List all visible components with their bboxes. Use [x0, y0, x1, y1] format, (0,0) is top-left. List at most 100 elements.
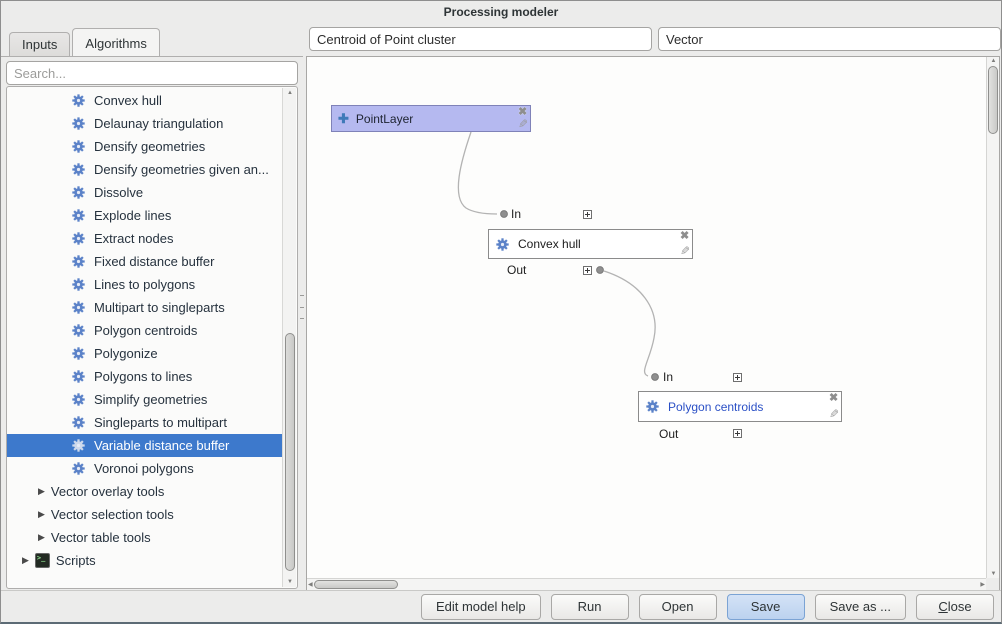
tree-item-delaunay-triangulation[interactable]: Delaunay triangulation [7, 112, 282, 135]
gear-icon [71, 277, 86, 292]
collapsed-arrow-icon[interactable]: ▶ [38, 486, 45, 497]
gear-icon [71, 323, 86, 338]
gear-icon [71, 254, 86, 269]
delete-node-icon[interactable]: ✖ [680, 231, 690, 242]
tree-item-polygon-centroids[interactable]: Polygon centroids [7, 319, 282, 342]
gear-icon [71, 208, 86, 223]
scroll-down-icon[interactable]: ▼ [987, 571, 1000, 577]
port-expand-icon[interactable] [733, 373, 742, 382]
tree-item-singleparts-to-multipart[interactable]: Singleparts to multipart [7, 411, 282, 434]
tree-item-explode-lines[interactable]: Explode lines [7, 204, 282, 227]
tree-item-label: Singleparts to multipart [94, 415, 227, 430]
model-name-field[interactable] [309, 27, 652, 51]
tree-item-polygons-to-lines[interactable]: Polygons to lines [7, 365, 282, 388]
tab-inputs[interactable]: Inputs [9, 32, 70, 56]
close-button[interactable]: Close [916, 594, 994, 620]
tree-item-extract-nodes[interactable]: Extract nodes [7, 227, 282, 250]
node-tools: ✖✎ [518, 106, 528, 131]
model-group-field[interactable] [658, 27, 1001, 51]
port-label-out: Out [507, 263, 526, 277]
tree-item-scripts[interactable]: ▶ Scripts [7, 549, 282, 572]
model-canvas[interactable]: ▲ ▼ ◀ ▶ ✚PointLayer✖✎Convex hull✖✎InOutP… [306, 56, 1000, 591]
input-plus-icon: ✚ [338, 111, 349, 127]
gear-icon [71, 93, 86, 108]
tree-item-label: Simplify geometries [94, 392, 207, 407]
gear-icon [71, 231, 86, 246]
list-scrollbar[interactable]: ▲ ▼ [282, 88, 296, 587]
open-button[interactable]: Open [639, 594, 717, 620]
edit-node-icon[interactable]: ✎ [829, 408, 839, 420]
scroll-right-icon[interactable]: ▶ [980, 581, 985, 588]
tree-item-lines-to-polygons[interactable]: Lines to polygons [7, 273, 282, 296]
tree-item-simplify-geometries[interactable]: Simplify geometries [7, 388, 282, 411]
collapsed-arrow-icon[interactable]: ▶ [38, 509, 45, 520]
tree-item-densify-geometries[interactable]: Densify geometries [7, 135, 282, 158]
port-expand-icon[interactable] [733, 429, 742, 438]
tree-item-label: Scripts [56, 553, 96, 568]
scroll-down-icon[interactable]: ▼ [283, 579, 297, 585]
gear-icon [495, 237, 510, 252]
tree-item-vector-overlay-tools[interactable]: ▶Vector overlay tools [7, 480, 282, 503]
port-expand-icon[interactable] [583, 266, 592, 275]
tree-item-label: Extract nodes [94, 231, 174, 246]
port-label-in: In [663, 370, 673, 384]
right-panel: ▲ ▼ ◀ ▶ ✚PointLayer✖✎Convex hull✖✎InOutP… [303, 23, 1002, 590]
model-node-convex-hull[interactable]: Convex hull✖✎ [488, 229, 693, 259]
algorithm-tree: Convex hullDelaunay triangulationDensify… [6, 86, 298, 589]
tree-item-vector-table-tools[interactable]: ▶ Vector table tools [7, 526, 282, 549]
tree-item-label: Vector table tools [51, 530, 151, 545]
canvas-vertical-scrollbar[interactable]: ▲ ▼ [986, 57, 999, 578]
tree-item-label: Multipart to singleparts [94, 300, 225, 315]
scroll-up-icon[interactable]: ▲ [987, 58, 1000, 64]
tree-item-label: Polygons to lines [94, 369, 192, 384]
dialog-button-row: Edit model help Run Open Save Save as ... Clo… [1, 590, 1001, 622]
tree-item-label: Polygonize [94, 346, 158, 361]
tree-item-voronoi-polygons[interactable]: Voronoi polygons [7, 457, 282, 480]
tab-algorithms[interactable]: Algorithms [72, 28, 159, 56]
tree-item-label: Densify geometries given an... [94, 162, 269, 177]
canvas-vscroll-thumb[interactable] [988, 66, 998, 134]
tree-item-dissolve[interactable]: Dissolve [7, 181, 282, 204]
scroll-up-icon[interactable]: ▲ [283, 90, 297, 96]
tree-item-label: Explode lines [94, 208, 171, 223]
model-node-polygon-centroids[interactable]: Polygon centroids✖✎ [638, 391, 842, 422]
port-label-in: In [511, 207, 521, 221]
tree-item-polygonize[interactable]: Polygonize [7, 342, 282, 365]
port-label-out: Out [659, 427, 678, 441]
model-header-fields [309, 27, 1001, 51]
port-expand-icon[interactable] [583, 210, 592, 219]
scrollbar-corner [986, 578, 999, 590]
canvas-hscroll-thumb[interactable] [314, 580, 398, 589]
collapsed-arrow-icon[interactable]: ▶ [38, 532, 45, 543]
collapsed-arrow-icon[interactable]: ▶ [22, 555, 29, 566]
gear-icon [71, 139, 86, 154]
tree-item-label: Convex hull [94, 93, 162, 108]
run-button[interactable]: Run [551, 594, 629, 620]
gear-icon [71, 162, 86, 177]
gear-icon [71, 346, 86, 361]
edit-node-icon[interactable]: ✎ [518, 118, 528, 130]
tree-item-multipart-to-singleparts[interactable]: Multipart to singleparts [7, 296, 282, 319]
edit-model-help-button[interactable]: Edit model help [421, 594, 541, 620]
delete-node-icon[interactable]: ✖ [829, 393, 839, 404]
tree-item-variable-distance-buffer[interactable]: Variable distance buffer [7, 434, 282, 457]
list-scrollbar-thumb[interactable] [285, 333, 295, 571]
gear-icon [71, 392, 86, 407]
tree-item-convex-hull[interactable]: Convex hull [7, 89, 282, 112]
node-label: Convex hull [518, 237, 692, 251]
tree-item-densify-geometries-given-an[interactable]: Densify geometries given an... [7, 158, 282, 181]
gear-icon [71, 300, 86, 315]
node-tools: ✖✎ [680, 230, 690, 258]
save-button[interactable]: Save [727, 594, 805, 620]
tree-item-fixed-distance-buffer[interactable]: Fixed distance buffer [7, 250, 282, 273]
connection-lines [307, 57, 987, 579]
main-content: Inputs Algorithms Convex hullDelaunay tr… [1, 23, 1001, 590]
search-input[interactable] [6, 61, 298, 85]
model-node-pointlayer[interactable]: ✚PointLayer✖✎ [331, 105, 531, 132]
canvas-horizontal-scrollbar[interactable]: ◀ ▶ [307, 578, 986, 590]
tree-item-vector-selection-tools[interactable]: ▶Vector selection tools [7, 503, 282, 526]
edit-node-icon[interactable]: ✎ [680, 245, 690, 257]
scroll-left-icon[interactable]: ◀ [308, 581, 313, 588]
save-as-button[interactable]: Save as ... [815, 594, 906, 620]
gear-icon [645, 399, 660, 414]
